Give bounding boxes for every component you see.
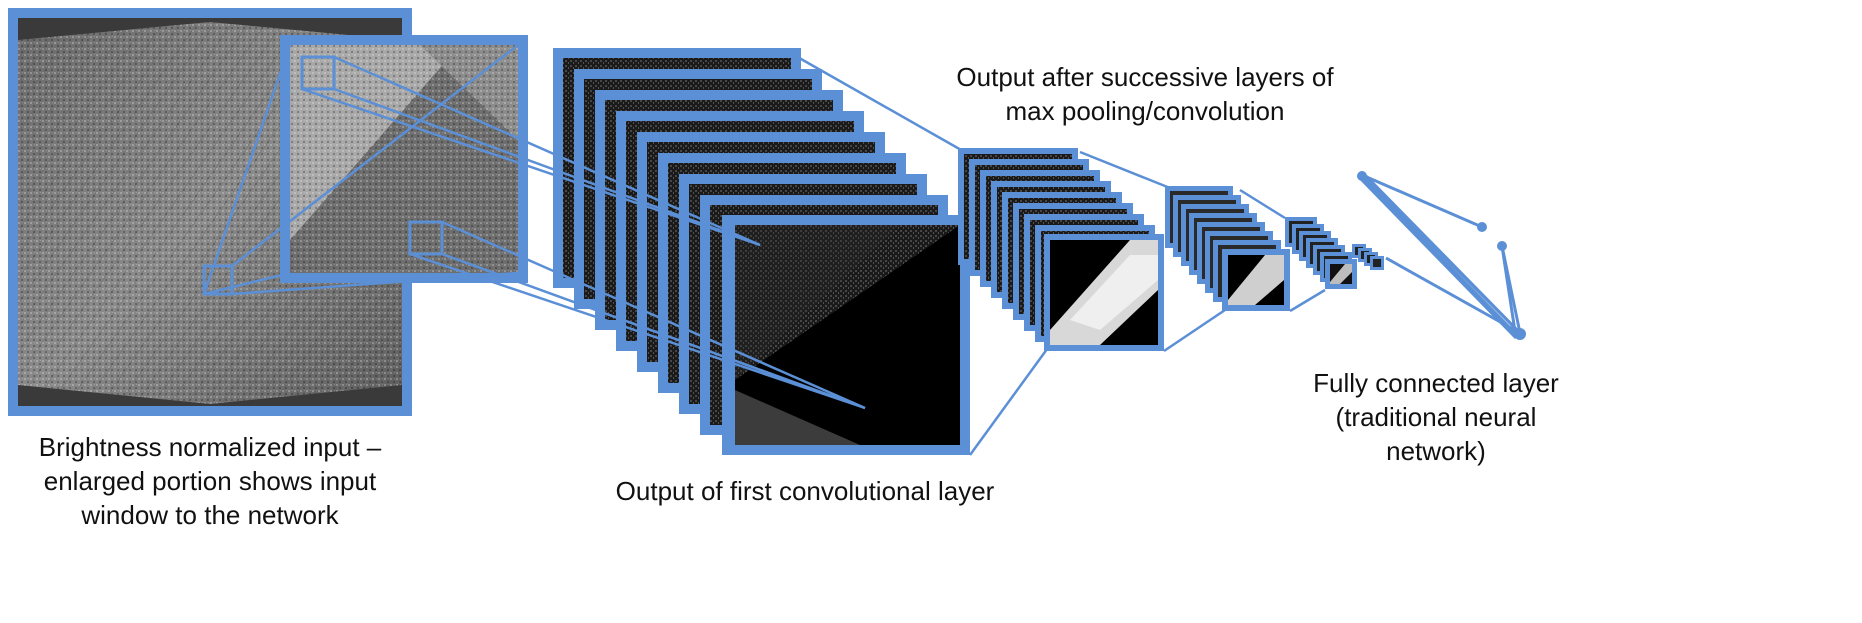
first-conv-top-map [722, 215, 970, 455]
small-to-tiny-lines [1239, 188, 1326, 313]
micro-map-4 [1373, 259, 1381, 267]
fully-connected-layer [1358, 173, 1524, 340]
caption-pooling: Output after successive layers of max po… [935, 60, 1355, 128]
zoom-lines [202, 44, 519, 296]
window-to-conv-lines [301, 55, 866, 410]
caption-first-conv-line-1: Output of first convolutional layer [615, 476, 995, 506]
caption-pooling-line-2: max pooling/convolution [1005, 96, 1285, 126]
small-top-map [1222, 249, 1290, 311]
pool-to-next-lines [1079, 150, 1226, 353]
enlarged-portion [280, 35, 528, 283]
input-window-marker [202, 264, 234, 296]
pooling-top-map [1044, 234, 1164, 351]
micro-feature-maps [1352, 244, 1384, 270]
caption-input: Brightness normalized input – enlarged p… [20, 430, 400, 532]
caption-pooling-line-1: Output after successive layers of [956, 62, 1334, 92]
caption-input-line-2: enlarged portion shows input [43, 466, 377, 496]
caption-fully-connected-line-3: network) [1386, 436, 1486, 466]
tiny-top-map [1325, 259, 1357, 289]
caption-input-line-3: window to the network [81, 500, 339, 530]
caption-fully-connected-line-2: (traditional neural [1335, 402, 1537, 432]
caption-first-conv: Output of first convolutional layer [580, 474, 1030, 508]
caption-fully-connected: Fully connected layer (traditional neura… [1296, 366, 1576, 468]
caption-input-line-1: Brightness normalized input – [38, 432, 382, 462]
fc-nodes [1357, 171, 1526, 340]
caption-fully-connected-line-1: Fully connected layer [1313, 368, 1559, 398]
